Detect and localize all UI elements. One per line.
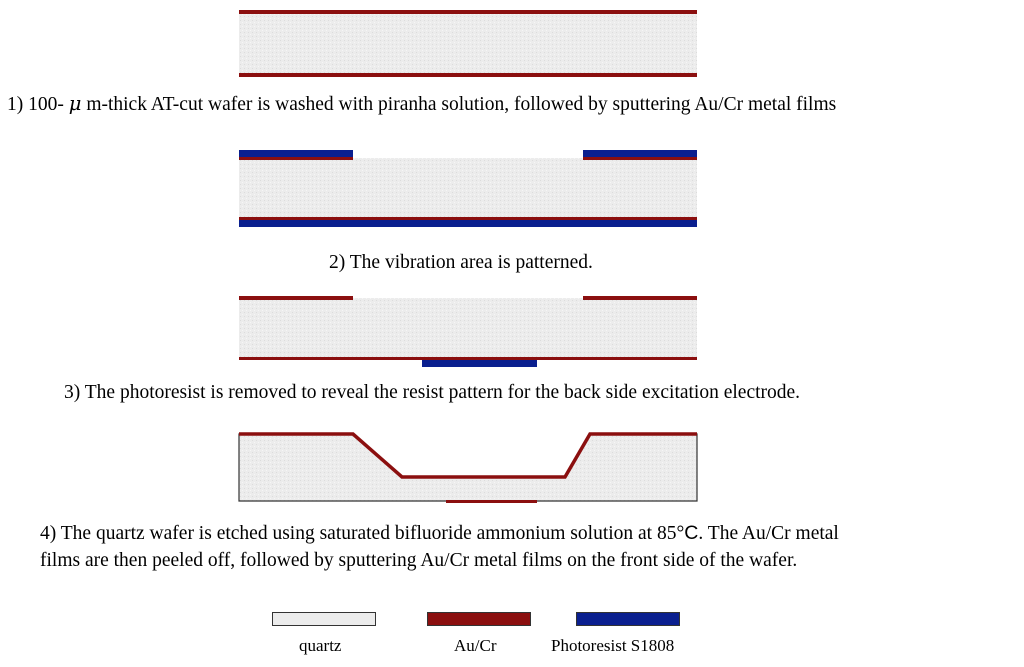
step4-caption-line1: 4) The quartz wafer is etched using satu… [40,520,839,547]
au-cr-top-film [239,10,697,14]
legend-label-au-cr: Au/Cr [454,636,497,655]
au-cr-top-right [583,157,697,160]
step3-wafer [239,296,697,367]
mu-symbol: μ [68,92,82,115]
step1-caption-prefix: 1) 100- [7,94,64,115]
au-cr-bottom-film [239,217,697,220]
quartz-layer [239,158,697,219]
etched-quartz [238,433,698,502]
step2-wafer [239,150,697,227]
photoresist-top-left [239,150,353,157]
quartz-layer [239,298,697,358]
step2-caption: 2) The vibration area is patterned. [329,252,593,273]
photoresist-top-right [583,150,697,157]
step4-caption-end: . The Au/Cr metal [698,523,839,544]
step3-caption: 3) The photoresist is removed to reveal … [64,382,801,403]
step1-caption-rest: m-thick AT-cut wafer is washed with pira… [86,94,837,115]
au-cr-top-left [239,157,353,160]
quartz-layer [239,12,697,74]
step1-wafer [239,10,697,77]
legend-swatch-au-cr [427,612,531,626]
step4-caption-line2: films are then peeled off, followed by s… [40,550,798,571]
au-cr-bottom-film [239,357,697,360]
celsius-unit: C [684,522,699,544]
au-cr-bottom-film [239,73,697,77]
legend-label-quartz: quartz [299,636,342,655]
step1-caption: 1) 100- μ m-thick AT-cut wafer is washed… [7,91,836,118]
au-cr-front-film [239,432,697,479]
legend-swatch-photoresist [576,612,680,626]
au-cr-top-right [583,296,697,300]
photoresist-bottom [239,220,697,227]
au-cr-back-electrode [446,500,537,503]
au-cr-top-left [239,296,353,300]
step4-caption-text: 4) The quartz wafer is etched using satu… [40,523,677,544]
legend-swatch-quartz [272,612,376,626]
degree-symbol: ° [676,523,685,544]
photoresist-bottom-pattern [422,360,537,367]
legend-label-photoresist: Photoresist S1808 [551,636,675,655]
step4-wafer [238,432,698,503]
